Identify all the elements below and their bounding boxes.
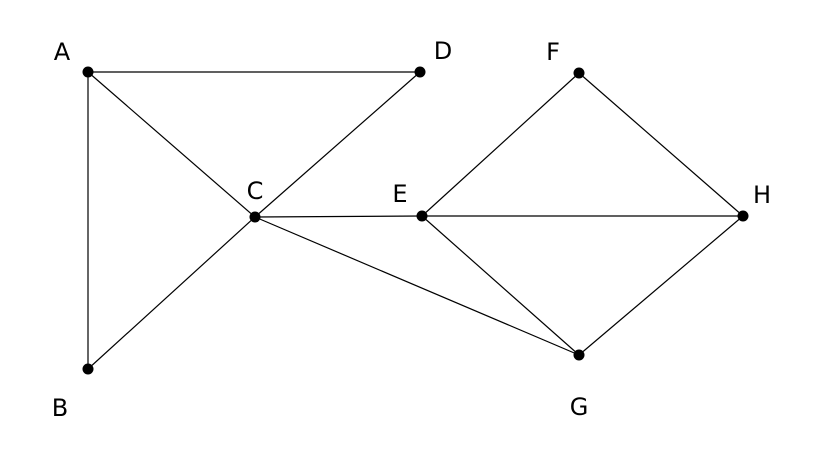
node-label-c: C [247, 177, 264, 205]
edge-e-g [421, 215, 580, 356]
node-b [82, 363, 94, 375]
node-label-e: E [392, 180, 407, 208]
edge-a-c [87, 71, 256, 218]
node-a [82, 66, 94, 78]
node-label-h: H [753, 181, 771, 209]
node-g [573, 349, 585, 361]
edge-d-c [254, 71, 421, 218]
edge-e-f [421, 72, 580, 217]
node-c [249, 211, 261, 223]
node-d [414, 66, 426, 78]
node-label-a: A [54, 38, 71, 66]
edge-c-e [254, 215, 423, 218]
edge-c-b [87, 216, 256, 370]
node-e [416, 210, 428, 222]
edge-h-g [578, 215, 744, 356]
edge-c-g [254, 216, 580, 356]
node-label-b: B [52, 394, 68, 422]
edge-f-h [578, 72, 744, 217]
node-label-g: G [570, 393, 589, 421]
node-label-d: D [434, 37, 452, 65]
node-label-f: F [546, 38, 560, 66]
node-f [573, 67, 585, 79]
node-h [737, 210, 749, 222]
